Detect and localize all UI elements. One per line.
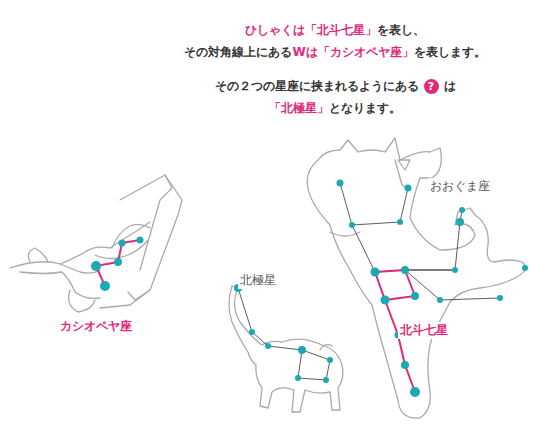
- question-mark: ?: [424, 79, 439, 94]
- caption-text: その対角線上にある: [184, 44, 292, 61]
- caption-text: を表し、: [377, 22, 425, 39]
- caption-text: は: [444, 78, 456, 95]
- caption-text: となります。: [329, 100, 401, 117]
- text-line: ひしゃくは「北斗七星」を表し、: [100, 22, 552, 39]
- text-line: その２つの星座に挟まれるようにある? は: [100, 78, 552, 95]
- text-line: 「北極星」となります。: [100, 100, 552, 117]
- highlight-text: ひしゃくは「北斗七星」: [245, 22, 377, 39]
- caption-text: その２つの星座に挟まれるようにある: [215, 78, 419, 95]
- constellation-label: 北極星: [238, 272, 278, 289]
- constellation-label: 北斗七星: [398, 322, 450, 339]
- constellation-label: おおぐま座: [428, 178, 492, 195]
- text-line: その対角線上にあるWは「カシオペヤ座」を表します。: [100, 44, 552, 61]
- constellation-label: カシオペヤ座: [58, 318, 134, 335]
- caption-text: を表します。: [414, 44, 486, 61]
- highlight-text: Wは「カシオペヤ座」: [292, 44, 413, 61]
- highlight-text: 「北極星」: [269, 100, 329, 117]
